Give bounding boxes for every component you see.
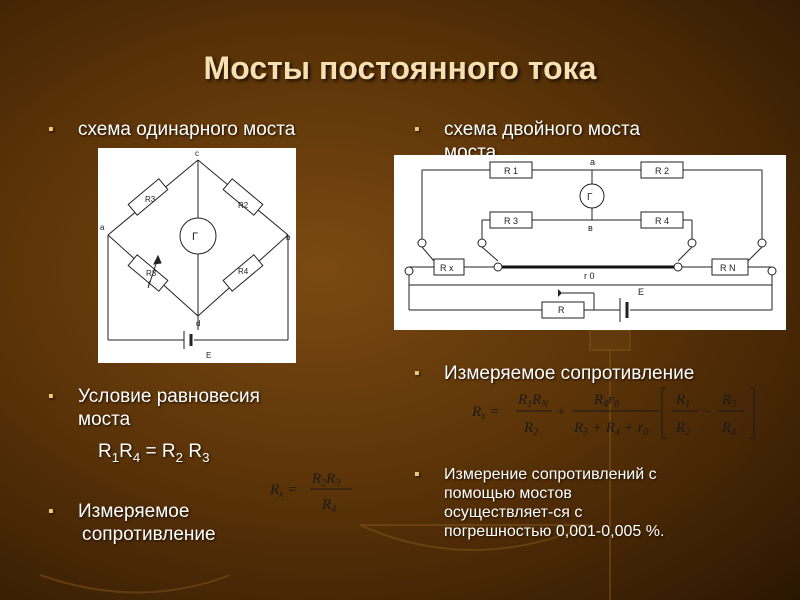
resistor-r4 <box>222 254 264 292</box>
resistor-rn <box>711 258 749 276</box>
double-bridge-schematic: R 1 R 2 R 3 R 4 R x R N r 0 R Г E a в <box>404 157 777 322</box>
terminal-node <box>493 262 503 272</box>
bullet-balance-condition: ▪ Условие равновесия моста <box>48 385 260 431</box>
resistor-r2 <box>640 161 684 179</box>
bullet-double-measured: ▪ Измеряемое сопротивление <box>414 362 695 385</box>
svg-text:R4r0: R4r0 <box>593 392 619 410</box>
r-label: R <box>558 305 565 315</box>
bullet-marker: ▪ <box>414 365 420 382</box>
bullet-text: осуществляет-ся с <box>444 504 583 521</box>
bullet-single-bridge: ▪ схема одинарного моста <box>48 118 296 141</box>
svg-text:R2R3: R2R3 <box>311 471 340 489</box>
r2-label: R 2 <box>655 166 669 176</box>
node-b-label: в <box>588 223 593 233</box>
formula-single-rx: Rx = R2R3 R4 <box>269 471 352 515</box>
rx-label: R x <box>440 263 454 273</box>
node-a-label: a <box>590 157 595 167</box>
svg-text:R2: R2 <box>675 420 690 438</box>
bullet-text: Измерение сопротивлений с <box>444 466 657 483</box>
rn-label: R N <box>720 263 736 273</box>
svg-text:Rx =: Rx = <box>471 404 500 422</box>
bullet-text: Измеряемое <box>78 501 190 522</box>
resistor-r4 <box>640 211 684 229</box>
source-label: E <box>638 287 644 297</box>
node-d-label: d <box>196 319 200 328</box>
bullet-text: Условие равновесия <box>78 386 260 407</box>
svg-text:+: + <box>556 404 566 420</box>
bullet-text: схема одинарного моста <box>78 119 296 140</box>
galvanometer-symbol <box>579 183 605 209</box>
bullet-marker: ▪ <box>48 388 54 405</box>
svg-text:−: − <box>702 404 712 420</box>
resistor-rx <box>433 258 465 276</box>
balance-equation: R1R4 = R2 R3 <box>98 441 210 465</box>
svg-text:R4: R4 <box>321 497 336 515</box>
variable-r-label: r <box>148 279 151 288</box>
bullet-marker: ▪ <box>414 466 420 483</box>
terminal-node <box>417 238 427 248</box>
bullet-measured-resistance: ▪ Измеряемое сопротивление <box>48 500 216 546</box>
r1-label: R3 <box>145 195 156 204</box>
terminal-node <box>767 266 777 276</box>
terminal-node <box>687 238 697 248</box>
resistor-r3 <box>127 254 169 292</box>
bullet-text: погрешностью 0,001-0,005 %. <box>444 523 665 540</box>
terminal-node <box>404 266 414 276</box>
r2-label: R2 <box>238 201 249 210</box>
bullet-marker: ▪ <box>48 121 54 138</box>
r1-label: R 1 <box>504 166 518 176</box>
galvanometer-label: Г <box>192 231 198 243</box>
source-label: E <box>206 351 211 360</box>
node-b-label: b <box>286 233 291 242</box>
galvanometer-symbol <box>179 217 217 255</box>
resistor-r1 <box>489 161 533 179</box>
svg-text:Rx =: Rx = <box>269 482 298 500</box>
node-a-label: a <box>100 223 105 232</box>
bullet-accuracy: ▪ Измерение сопротивлений с помощью мост… <box>414 465 665 541</box>
galvanometer-label: Г <box>587 192 593 203</box>
svg-text:R1RN: R1RN <box>517 392 549 410</box>
svg-text:R3: R3 <box>721 392 736 410</box>
bullet-text: сопротивление <box>82 524 216 545</box>
svg-text:R4: R4 <box>721 420 736 438</box>
bullet-marker: ▪ <box>48 503 54 520</box>
single-bridge-diagram: c a b d E R3 R2 R3 R4 r Г <box>98 148 296 363</box>
bullet-text: схема двойного моста <box>444 119 641 140</box>
svg-text:R1: R1 <box>675 392 690 410</box>
r4-label: R 4 <box>655 216 669 226</box>
slide-title: Мосты постоянного тока <box>203 50 597 86</box>
r3-label: R 3 <box>504 216 518 226</box>
bullet-text: моста <box>78 409 131 430</box>
r4-label: R4 <box>238 267 249 276</box>
svg-text:R2: R2 <box>523 420 538 438</box>
svg-text:R3 + R4 + r0: R3 + R4 + r0 <box>573 420 648 438</box>
r0-label: r 0 <box>584 271 595 281</box>
terminal-node <box>757 238 767 248</box>
node-c-label: c <box>195 149 199 158</box>
resistor-r2 <box>222 178 264 216</box>
single-bridge-schematic: c a b d E R3 R2 R3 R4 r Г <box>100 149 291 360</box>
resistor-r1 <box>127 178 169 216</box>
double-bridge-diagram: R 1 R 2 R 3 R 4 R x R N r 0 R Г E a в <box>394 155 786 330</box>
resistor-r <box>541 301 585 319</box>
r3-label: R3 <box>146 269 157 278</box>
bullet-text: помощью мостов <box>444 485 572 502</box>
formula-double-rx: Rx = R1RN R2 + R4r0 R3 + R4 + r0 R1 R2 −… <box>471 387 755 439</box>
terminal-node <box>673 262 683 272</box>
bullet-marker: ▪ <box>414 121 420 138</box>
bullet-text: Измеряемое сопротивление <box>444 363 695 384</box>
terminal-node <box>477 238 487 248</box>
resistor-r3 <box>489 211 533 229</box>
